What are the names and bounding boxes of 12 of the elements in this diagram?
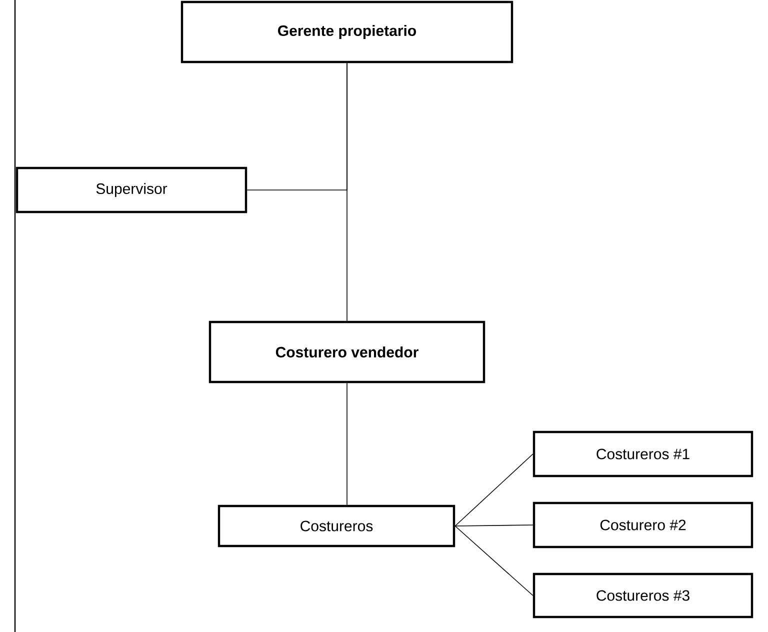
connector-line bbox=[346, 62, 348, 322]
org-box: Costureros #1 bbox=[532, 430, 754, 478]
connector-line bbox=[454, 526, 534, 596]
org-box: Costureros #3 bbox=[532, 572, 754, 618]
connector-line bbox=[454, 524, 534, 526]
org-box: Costureros bbox=[218, 504, 456, 548]
org-box: Supervisor bbox=[16, 166, 248, 214]
connector-line bbox=[454, 454, 534, 526]
connector-line bbox=[346, 382, 348, 506]
org-box: Costurero #2 bbox=[532, 502, 754, 548]
org-box: Costurero vendedor bbox=[208, 320, 486, 384]
org-box: Gerente propietario bbox=[180, 0, 514, 64]
